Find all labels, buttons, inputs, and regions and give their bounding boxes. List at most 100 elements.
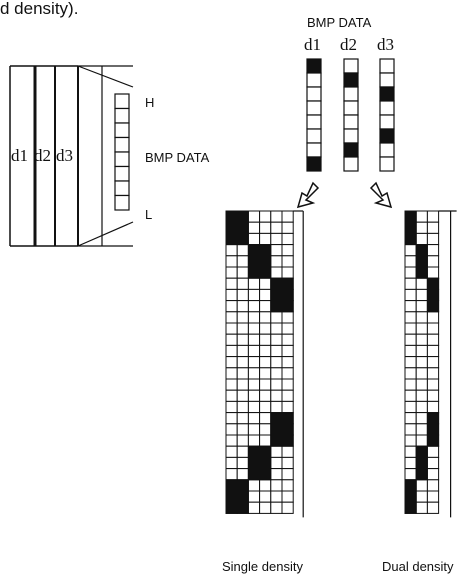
dual-grid-cell (426, 322, 440, 335)
dual-grid-cell (415, 322, 428, 335)
dual-grid-dot-block (426, 412, 440, 447)
dual-grid-cell (426, 255, 440, 268)
single-grid-cell (236, 333, 249, 346)
single-grid-cell (236, 389, 249, 402)
single-grid-cell (247, 367, 261, 380)
single-grid-cell (236, 322, 249, 335)
dual-grid-cell (415, 490, 428, 503)
head-pin-cell (114, 194, 130, 211)
single-grid-cell (247, 232, 261, 246)
single-grid-cell (281, 468, 294, 481)
single-grid-cell (236, 311, 249, 324)
single-grid-cell (270, 378, 283, 391)
single-grid-cell (281, 266, 294, 279)
dual-grid-cell (404, 333, 417, 346)
single-grid-cell (281, 244, 294, 257)
single-grid-cell (225, 244, 238, 257)
dual-grid-cell (415, 367, 428, 380)
bmp-bit-d2 (343, 114, 359, 130)
bmp-bit-d1 (306, 86, 322, 102)
single-grid-cell (259, 322, 272, 335)
single-grid-cell (247, 210, 261, 223)
single-grid-cell (225, 356, 238, 369)
caption-single-density: Single density (222, 559, 303, 574)
bmp-bit-d3 (379, 114, 395, 130)
bmp-bit-d1 (306, 142, 322, 158)
single-grid-cell (259, 333, 272, 346)
single-grid-cell (259, 221, 272, 234)
single-grid-cell (225, 311, 238, 324)
single-grid-cell (270, 244, 283, 257)
dual-grid-cell (404, 468, 417, 481)
head-taper-bottom (77, 221, 134, 247)
single-grid-cell (236, 423, 249, 436)
bmp-bit-d3 (379, 58, 395, 74)
dual-grid-dot-block (404, 210, 417, 246)
single-grid-cell (225, 412, 238, 425)
single-grid-cell (236, 378, 249, 391)
dual-grid-cell (426, 333, 440, 346)
single-grid-cell (270, 255, 283, 268)
single-grid-cell (281, 210, 294, 223)
single-grid-cell (259, 479, 272, 492)
single-grid-cell (236, 255, 249, 268)
dual-grid-cell (415, 378, 428, 391)
single-grid-cell (259, 288, 272, 302)
single-grid-cell (259, 400, 272, 414)
dual-grid-cell (415, 412, 428, 425)
dual-grid-cell (404, 244, 417, 257)
single-grid-cell (259, 367, 272, 380)
dual-grid-cell (415, 434, 428, 447)
single-grid-cell (259, 412, 272, 425)
dual-grid-cell (404, 434, 417, 447)
bmp-bit-d3 (379, 72, 395, 88)
single-grid-cell (236, 456, 249, 470)
head-label-d2: d2 (34, 146, 51, 165)
single-grid-cell (225, 333, 238, 346)
dual-grid-dot-block (426, 277, 440, 313)
single-grid-cell (270, 266, 283, 279)
single-grid-cell (225, 445, 238, 458)
single-grid-cell (247, 322, 261, 335)
single-grid-cell (236, 412, 249, 425)
dual-grid-cell (404, 288, 417, 302)
dual-grid-cell (415, 288, 428, 302)
single-grid-cell (270, 490, 283, 503)
dual-grid-cell (426, 378, 440, 391)
dual-grid-dot-block (404, 479, 417, 514)
arrow-to-single-density (296, 181, 320, 209)
dual-grid-cell (415, 501, 428, 514)
single-grid-cell (236, 400, 249, 414)
bmp-bit-d3 (379, 128, 395, 144)
dual-grid-cell (426, 244, 440, 257)
head-pin-cell (114, 180, 130, 197)
single-grid-cell (236, 445, 249, 458)
head-pin-column (114, 93, 130, 211)
single-grid-cell (270, 400, 283, 414)
single-grid-cell (270, 445, 283, 458)
single-grid-cell (259, 378, 272, 391)
dual-grid-cell (426, 266, 440, 279)
single-grid-cell (236, 468, 249, 481)
dual-grid-cell (426, 468, 440, 481)
single-grid-cell (259, 434, 272, 447)
dual-grid-cell (415, 311, 428, 324)
head-label-d1: d1 (11, 146, 28, 165)
single-density-grid (225, 210, 304, 518)
dual-grid-cell (404, 445, 417, 458)
single-grid-cell (247, 423, 261, 436)
single-grid-cell (281, 490, 294, 503)
dual-grid-cell (415, 210, 428, 223)
single-grid-cell (225, 266, 238, 279)
single-grid-cell (236, 277, 249, 290)
single-grid-cell (281, 378, 294, 391)
single-grid-dot-block (225, 479, 249, 514)
single-grid-cell (247, 412, 261, 425)
single-grid-cell (247, 501, 261, 514)
single-grid-dot-block (225, 210, 249, 246)
dual-grid-cell (426, 389, 440, 402)
single-grid-cell (225, 255, 238, 268)
dual-grid-cell (404, 266, 417, 279)
single-grid-cell (236, 367, 249, 380)
single-grid-cell (259, 210, 272, 223)
